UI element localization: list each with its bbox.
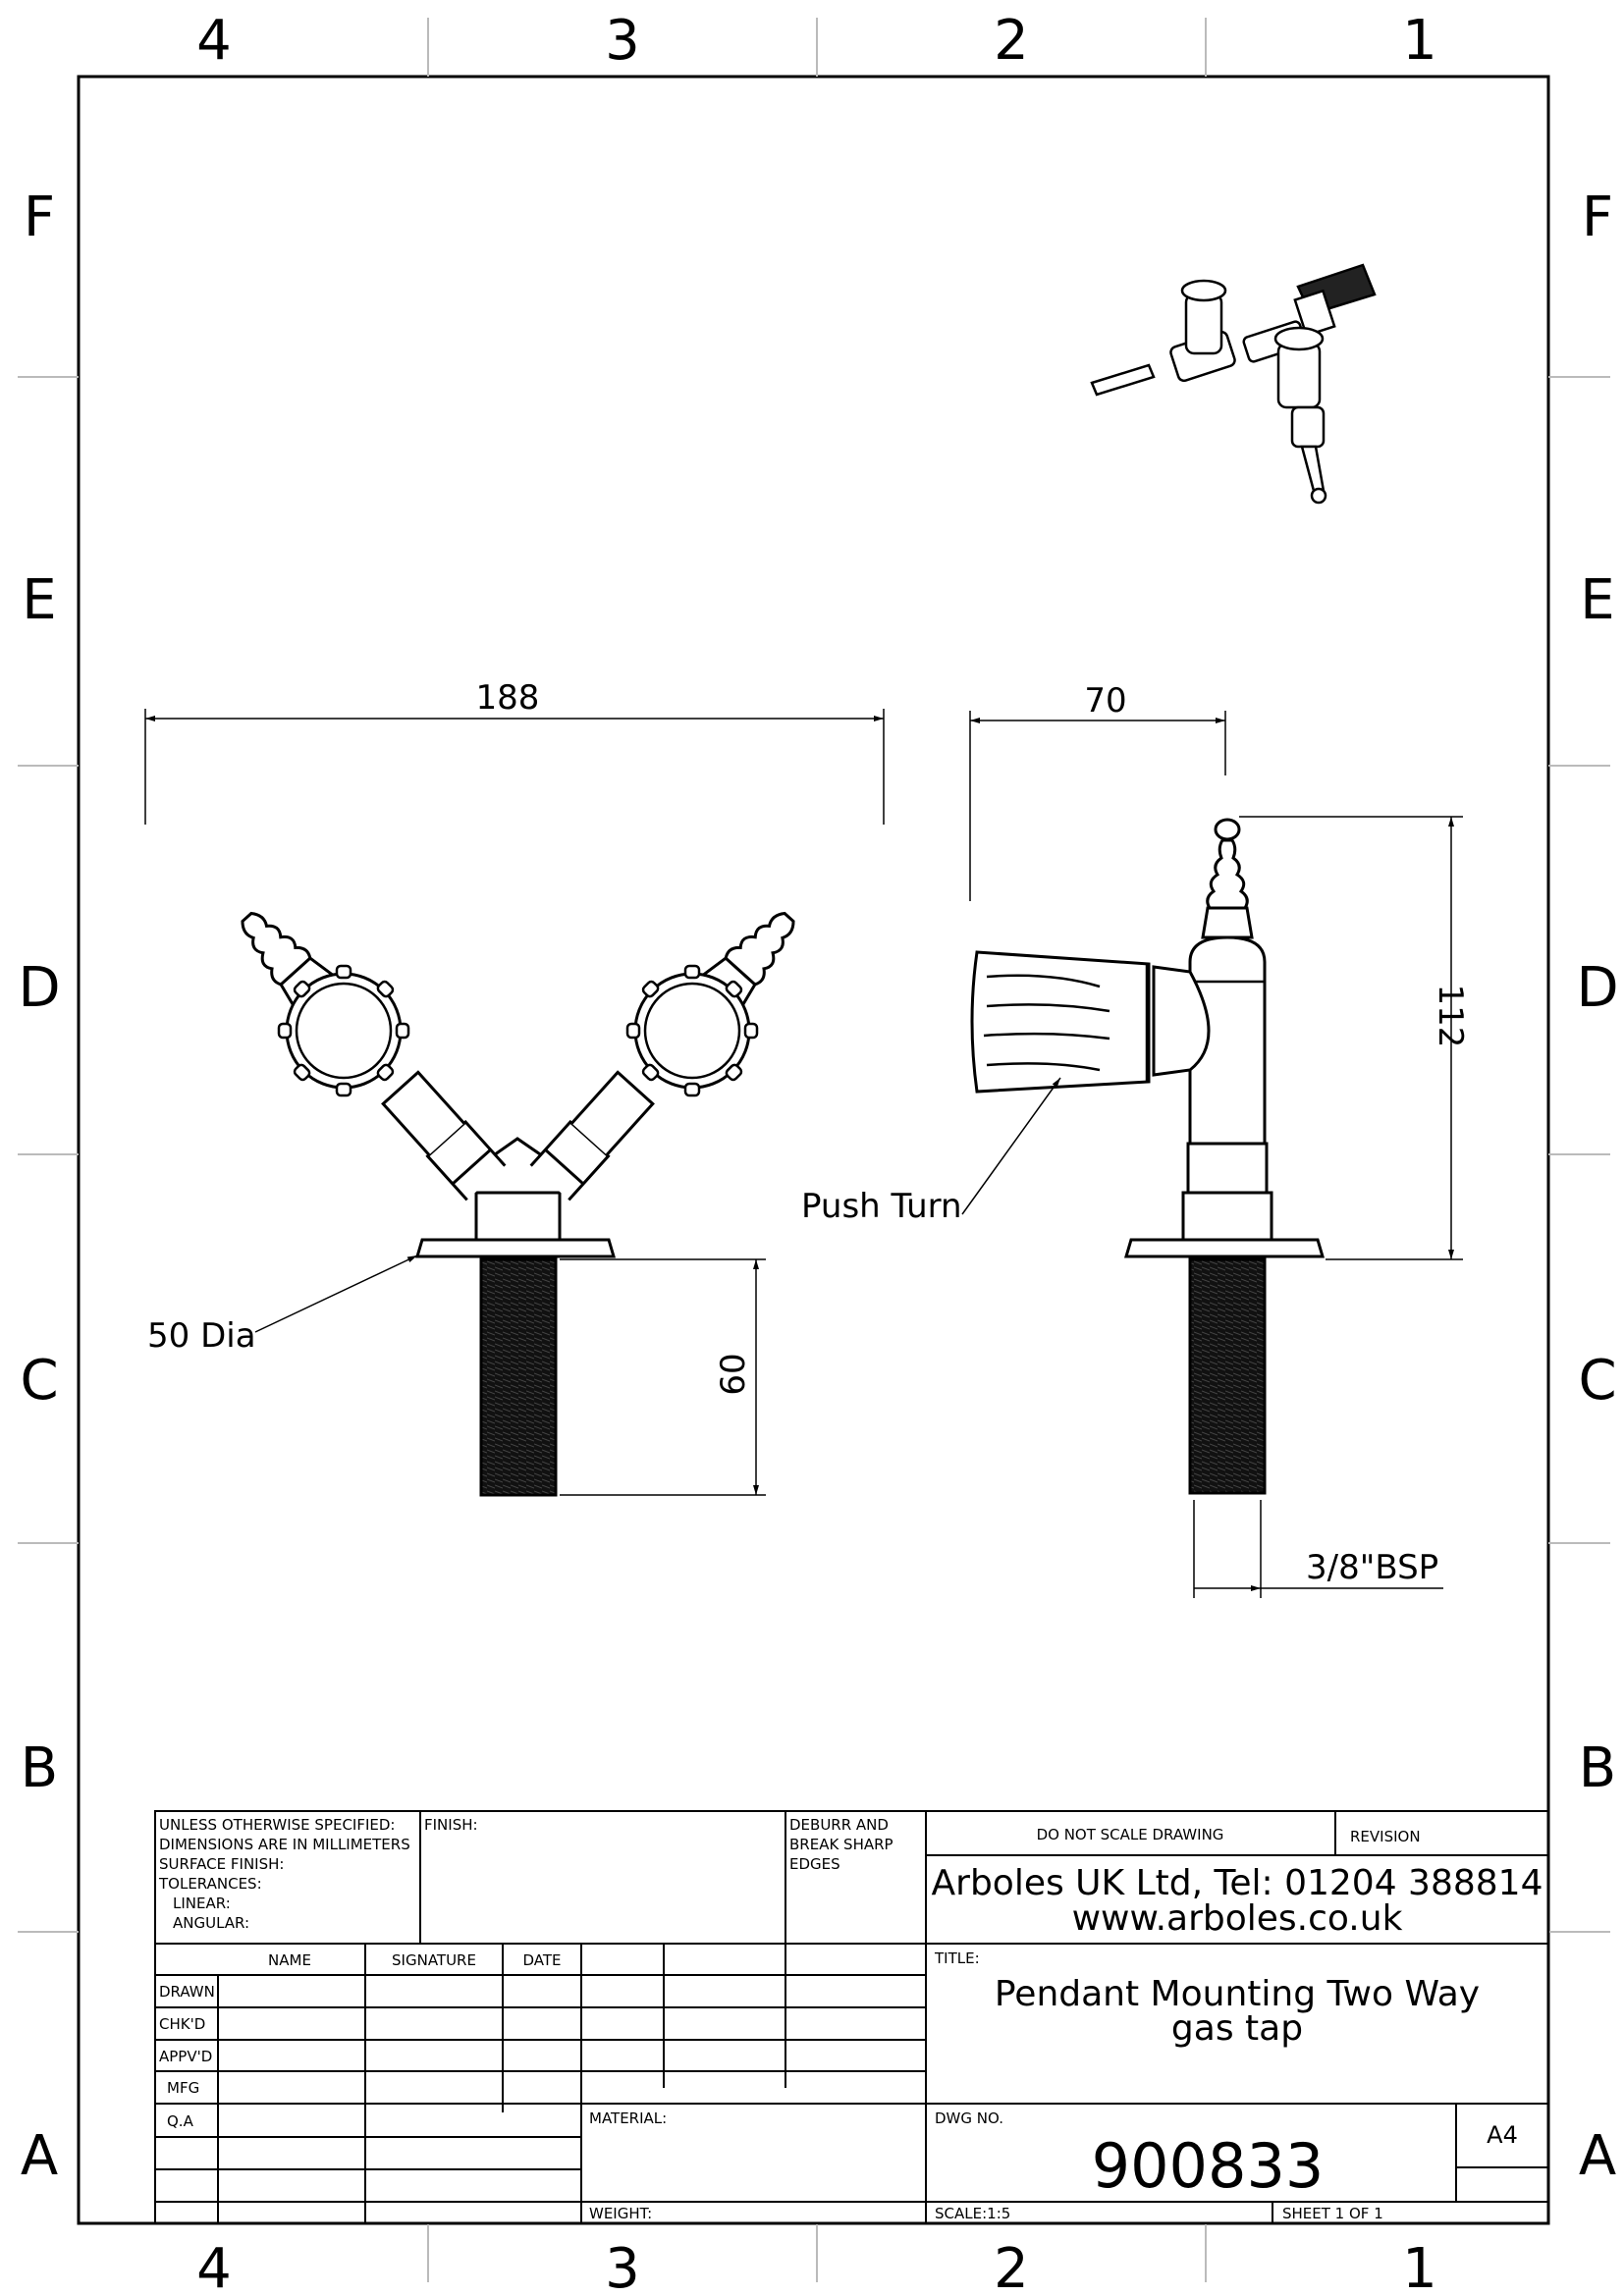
tb-title-1: Pendant Mounting Two Way: [995, 1974, 1480, 2014]
dim-112: 112: [1431, 985, 1470, 1048]
tb-row-drawn: DRAWN: [159, 1983, 215, 2001]
tb-unless-2: DIMENSIONS ARE IN MILLIMETERS: [159, 1836, 410, 1853]
row-label-left: F: [24, 186, 55, 249]
side-knob: [970, 950, 1151, 1094]
row-label-right: C: [1578, 1349, 1616, 1413]
tb-unless-3: SURFACE FINISH:: [159, 1855, 284, 1873]
tb-row-mfg: MFG: [167, 2079, 199, 2097]
row-labels: F E D C B A F E D C B A: [18, 186, 1618, 2188]
col-label-top: 2: [994, 9, 1029, 73]
col-label-top: 1: [1402, 9, 1437, 73]
tb-revision: REVISION: [1350, 1828, 1421, 1845]
row-label-right: E: [1580, 568, 1614, 632]
tb-finish: FINISH:: [424, 1816, 478, 1834]
col-label-bottom: 2: [994, 2237, 1029, 2296]
dim-70: 70: [1084, 681, 1126, 721]
front-thread: [479, 1257, 558, 1497]
tb-col-signature: SIGNATURE: [392, 1951, 476, 1969]
col-label-bottom: 1: [1402, 2237, 1437, 2296]
front-view: [223, 895, 813, 1497]
tb-col-date: DATE: [522, 1951, 561, 1969]
side-thread: [1188, 1257, 1267, 1495]
row-label-left: B: [21, 1736, 58, 1800]
col-label-top: 3: [605, 9, 640, 73]
tb-unless-6: ANGULAR:: [173, 1914, 249, 1932]
tb-title-label: TITLE:: [934, 1949, 980, 1967]
isometric-view: [1090, 263, 1377, 505]
tb-dwg-no: 900833: [1092, 2130, 1325, 2202]
tb-unless-1: UNLESS OTHERWISE SPECIFIED:: [159, 1816, 395, 1834]
row-label-right: A: [1579, 2124, 1616, 2188]
tb-row-chkd: CHK'D: [159, 2015, 205, 2033]
tb-row-qa: Q.A: [167, 2112, 194, 2130]
row-label-left: C: [20, 1349, 58, 1413]
row-label-right: D: [1576, 956, 1618, 1020]
row-label-left: D: [18, 956, 60, 1020]
tb-company: Arboles UK Ltd, Tel: 01204 388814: [932, 1863, 1543, 1903]
tb-website: www.arboles.co.uk: [1072, 1898, 1403, 1939]
dim-60: 60: [714, 1353, 753, 1395]
tb-sheet: SHEET 1 OF 1: [1282, 2205, 1383, 2222]
col-label-bottom: 4: [196, 2237, 232, 2296]
tb-unless-5: LINEAR:: [173, 1895, 231, 1912]
tb-deburr-2: BREAK SHARP: [789, 1836, 893, 1853]
col-label-top: 4: [196, 9, 232, 73]
tb-deburr-3: EDGES: [789, 1855, 840, 1873]
zone-ticks: [18, 18, 1610, 2282]
col-label-bottom: 3: [605, 2237, 640, 2296]
title-block-text: UNLESS OTHERWISE SPECIFIED: DIMENSIONS A…: [158, 1816, 1543, 2222]
dimension-lines: [144, 709, 1463, 1598]
tb-row-appvd: APPV'D: [159, 2048, 212, 2065]
tb-unless-4: TOLERANCES:: [158, 1875, 262, 1893]
tb-title-2: gas tap: [1171, 2008, 1303, 2049]
tb-do-not-scale: DO NOT SCALE DRAWING: [1037, 1826, 1224, 1843]
tb-col-name: NAME: [268, 1951, 311, 1969]
dim-thread-spec: 3/8"BSP: [1306, 1548, 1438, 1587]
tb-weight: WEIGHT:: [589, 2205, 652, 2222]
column-labels: 4 3 2 1 4 3 2 1: [196, 9, 1437, 2296]
row-label-left: E: [22, 568, 56, 632]
tb-material: MATERIAL:: [589, 2109, 667, 2127]
dim-188: 188: [476, 678, 540, 718]
tb-dwg-no-label: DWG NO.: [935, 2109, 1003, 2127]
dim-50-dia: 50 Dia: [147, 1316, 256, 1356]
label-push-turn: Push Turn: [801, 1187, 962, 1226]
row-label-left: A: [21, 2124, 58, 2188]
tb-deburr-1: DEBURR AND: [789, 1816, 889, 1834]
side-view: [970, 818, 1326, 1495]
dimension-labels: 188 70 112 60 50 Dia Push Turn 3/8"BSP: [147, 678, 1470, 1587]
tb-size: A4: [1487, 2121, 1518, 2149]
tb-scale: SCALE:1:5: [935, 2205, 1010, 2222]
row-label-right: B: [1579, 1736, 1616, 1800]
row-label-right: F: [1582, 186, 1613, 249]
title-block: [154, 1810, 1549, 2224]
